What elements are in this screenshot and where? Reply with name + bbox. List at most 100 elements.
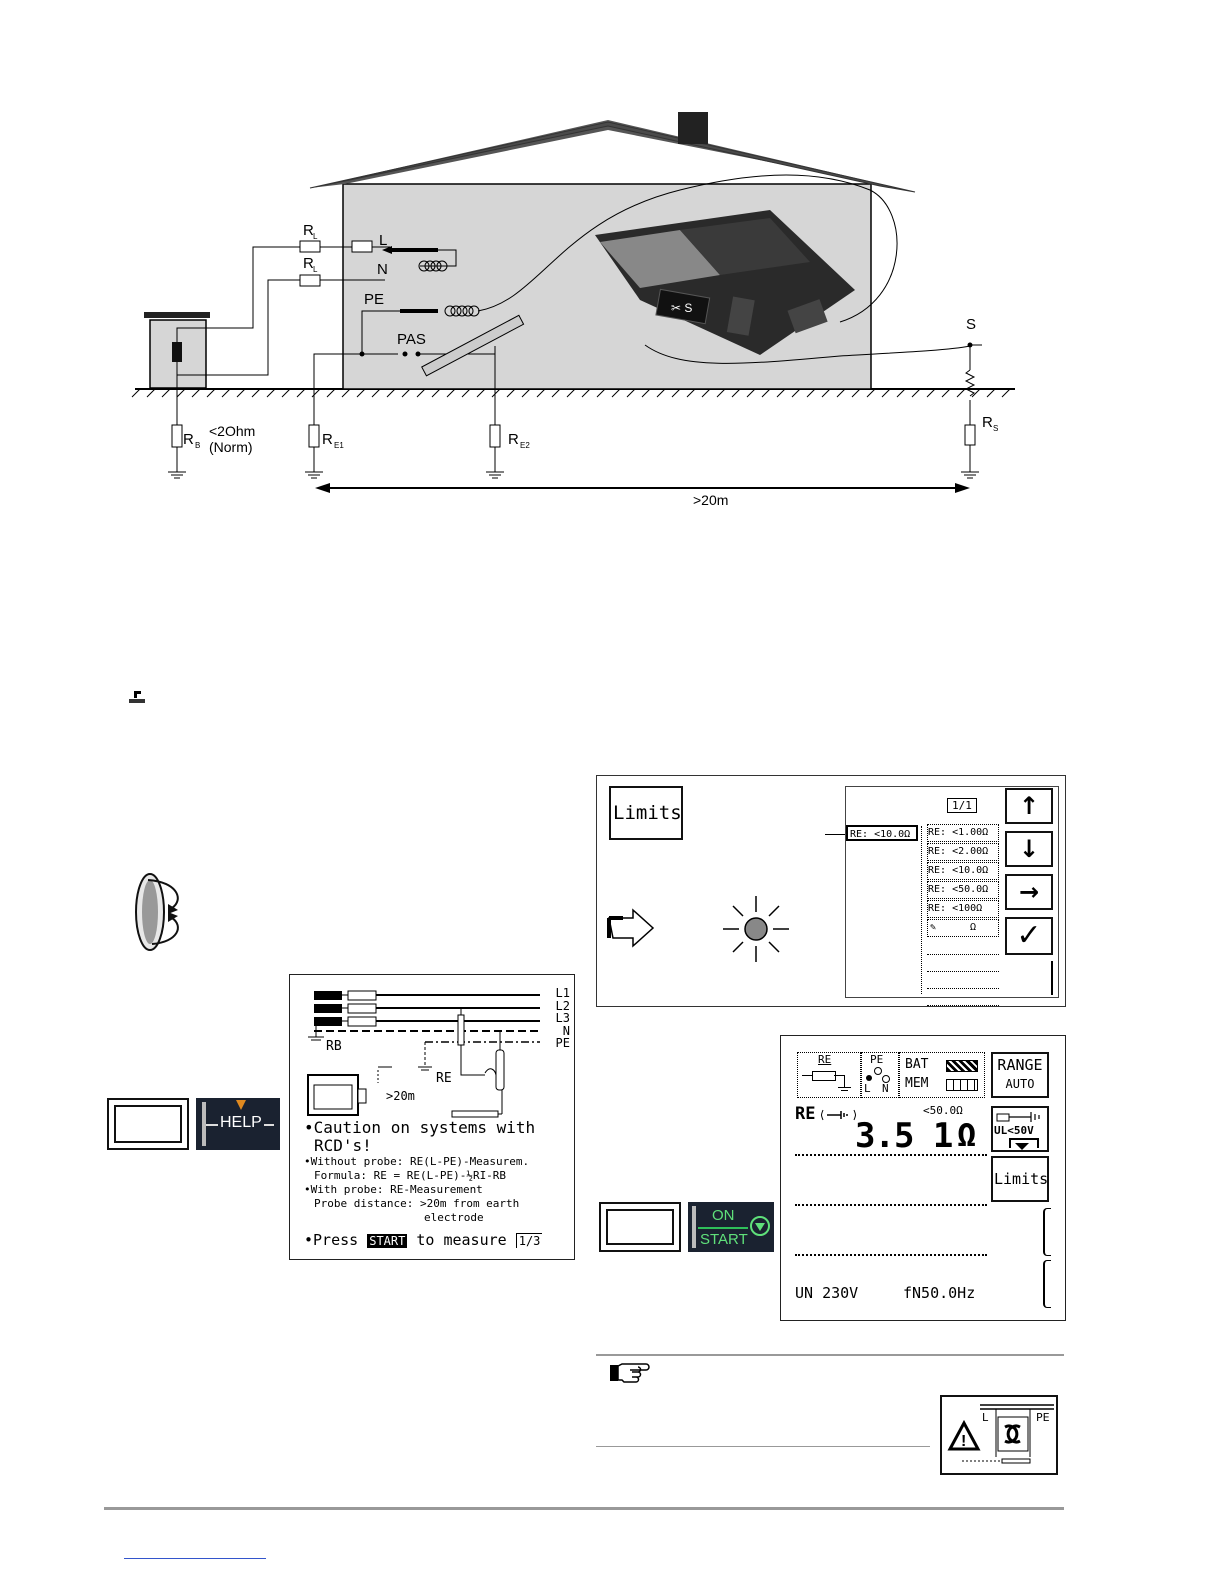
limit-option[interactable]: RE: <10.0Ω [927,862,999,880]
checkmark-icon: ✓ [1016,918,1042,953]
help-phase-l1: L1 [555,986,570,1000]
ul-label: UL<50V [994,1124,1034,1137]
help-line-1: •Caution on systems with [304,1118,536,1137]
help-screen: RB RE >20m L1 L2 L3 N PE •Caution on sys… [289,974,575,1260]
label-distance: >20m [693,492,728,508]
limits-button[interactable]: Limits [609,786,683,840]
note-top-divider [596,1354,1064,1356]
lamp-icon [723,896,789,962]
l-label: L [864,1082,871,1095]
help-line-2: RCD's! [314,1136,372,1155]
help-start-tag: START [367,1234,408,1248]
label-s: S [966,316,976,333]
help-distance: >20m [386,1089,415,1103]
label-rb-sub: B [195,441,200,450]
arrow-right-icon: → [1018,878,1040,906]
help-rb: RB [326,1039,342,1054]
help-phase-l2: L2 [555,998,570,1013]
pe-label: PE [870,1053,884,1066]
warning-icon-l-label: L [982,1411,989,1424]
arrow-right-outline-icon [607,908,655,948]
arrow-up-icon: ↑ [1018,792,1040,820]
limits-screen: Limits 1/1 RE: <10.0Ω RE: <1.00Ω RE: <2.… [596,775,1066,1007]
svg-text:✂ S: ✂ S [671,301,692,315]
help-line-7: electrode [424,1211,484,1224]
limit-label: <50.0Ω [923,1104,963,1117]
start-key-frame[interactable] [599,1202,681,1252]
help-phase-l3: L3 [555,1011,570,1025]
limits-button-measure[interactable]: Limits [991,1156,1049,1202]
quantity-label: RE [795,1104,816,1124]
label-pe: PE [364,291,384,308]
label-re2-sub: E2 [520,441,530,450]
label-rs-sub: S [993,424,998,433]
earth-probe-symbol-icon [821,1109,856,1121]
chimney [678,112,708,144]
re-symbol-box: RE [797,1052,861,1098]
n-label: N [882,1082,889,1095]
earth-tester-device: ✂ S [595,210,855,355]
label-rb-note-2: (Norm) [209,439,253,455]
help-page: 1/3 [515,1233,543,1248]
help-line-6: Probe distance: >20m from earth [314,1197,520,1210]
help-key[interactable]: HELP [196,1098,280,1150]
label-l: L [379,232,387,249]
footer-link-underline[interactable] [124,1558,266,1559]
limits-button-label: Limits [613,802,682,824]
up-button[interactable]: ↑ [1005,788,1053,824]
label-re2: R [508,431,519,448]
confirm-button[interactable]: ✓ [1005,917,1053,955]
limit-option[interactable]: RE: <2.00Ω [927,843,999,861]
probe-symbol-icon [996,1112,1040,1122]
limit-option-custom-unit: Ω [970,922,977,933]
label-rl-bottom-sub: L [313,265,318,274]
pointing-hand-icon [610,1363,650,1383]
help-to-measure: to measure [416,1231,507,1249]
svg-text:!: ! [961,1433,966,1450]
start-key-on: ON [712,1207,735,1224]
limit-option[interactable]: RE: <50.0Ω [927,881,999,899]
bat-label: BAT [905,1057,929,1072]
edit-icon: ✎ [930,922,937,933]
help-key-label: HELP [220,1114,262,1131]
limit-option[interactable]: RE: <100Ω [927,900,999,918]
label-rs: R [982,414,993,431]
measured-unit: Ω [957,1116,977,1154]
limits-button-measure-label: Limits [994,1170,1049,1188]
help-phase-pe: PE [555,1036,570,1050]
arrow-down-icon: ↓ [1018,835,1040,863]
range-button[interactable]: RANGE AUTO [991,1052,1049,1098]
chevron-down-circle-icon [750,1216,770,1236]
start-key-start: START [700,1231,748,1248]
note-bottom-divider [596,1446,930,1447]
warning-icon-pe-label: PE [1036,1411,1050,1424]
re-symbol-label: RE [818,1053,832,1066]
start-key[interactable]: ON START [688,1202,774,1252]
limit-option-custom[interactable]: ✎ Ω [927,919,999,937]
help-key-frame[interactable] [107,1098,189,1150]
label-rl-bottom: R [303,255,314,272]
earth-clamp-icon [129,691,145,703]
fn-label: fN50.0Hz [903,1284,976,1302]
right-button[interactable]: → [1005,874,1053,910]
bat-mem-box: BAT MEM [899,1052,985,1098]
connection-status-box: PE L N [861,1052,899,1098]
label-rb: R [183,431,194,448]
label-rl-top: R [303,222,314,239]
label-pas: PAS [397,331,426,348]
memory-icon [946,1079,978,1091]
measured-value: 3.5 1 [855,1116,953,1156]
limits-selected[interactable]: RE: <10.0Ω [846,825,918,841]
label-re1-sub: E1 [334,441,344,450]
label-n: N [377,261,388,278]
help-press: •Press [304,1231,359,1249]
down-button[interactable]: ↓ [1005,831,1053,867]
rotary-switch-icon [135,873,179,951]
help-line-3: •Without probe: RE(L-PE)-Measurem. [304,1155,530,1168]
label-re1: R [322,431,333,448]
limit-option[interactable]: RE: <1.00Ω [927,824,999,842]
ul-button[interactable]: UL<50V [991,1106,1049,1152]
help-line-5: •With probe: RE-Measurement [304,1183,483,1196]
help-phase-n: N [562,1023,570,1038]
help-schematic: RB RE >20m [307,990,540,1118]
